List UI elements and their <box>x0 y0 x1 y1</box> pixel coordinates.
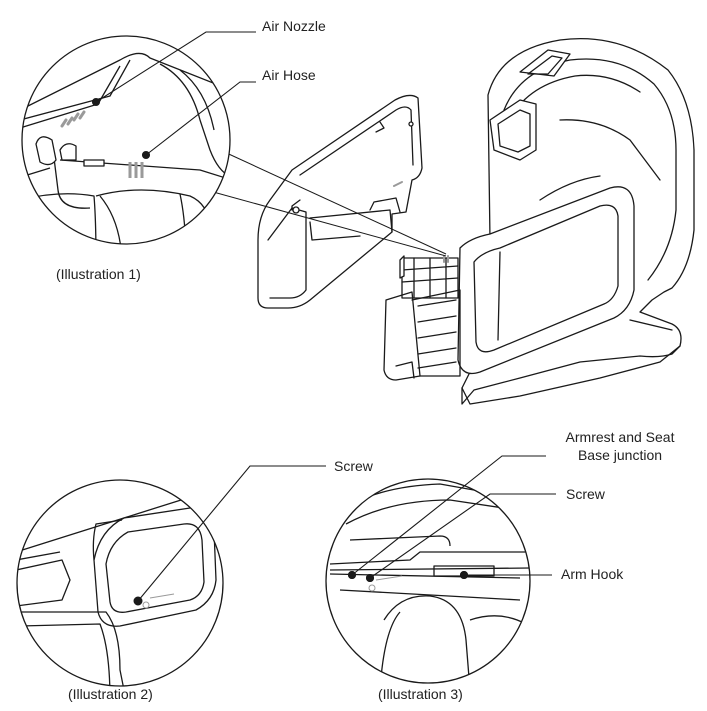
illustration-2-circle <box>17 480 223 686</box>
label-armrest-line-1: Armrest and Seat <box>565 429 675 445</box>
leg-rest-frame <box>384 256 460 380</box>
right-armrest <box>458 187 634 374</box>
air-hose-marks <box>130 162 142 178</box>
label-screw-2: Screw <box>334 458 373 474</box>
illustration-3-detail <box>326 479 530 690</box>
massage-chair <box>258 39 694 404</box>
illustration-1-circle <box>22 36 230 244</box>
illustration-2-detail <box>16 480 224 700</box>
detached-armrest <box>258 95 422 308</box>
zoom-lines-1 <box>206 150 446 256</box>
label-screw-3: Screw <box>566 486 605 502</box>
caption-illustration-2: (Illustration 2) <box>68 686 153 702</box>
air-hose-mark-main <box>394 182 448 262</box>
illustration-1-detail <box>20 36 236 260</box>
label-air-nozzle: Air Nozzle <box>262 18 326 34</box>
air-nozzle-marks <box>62 112 84 126</box>
caption-illustration-3: (Illustration 3) <box>378 686 463 702</box>
label-arm-hook: Arm Hook <box>561 566 624 582</box>
label-air-hose: Air Hose <box>262 67 316 83</box>
caption-illustration-1: (Illustration 1) <box>56 266 141 282</box>
label-armrest-line-2: Base junction <box>577 447 663 463</box>
leader-line-2 <box>135 466 327 605</box>
leader-lines-1 <box>93 32 257 159</box>
label-armrest-junction: Armrest and Seat Base junction <box>550 428 690 464</box>
illustration-3-circle <box>326 479 530 683</box>
leader-lines-3 <box>349 456 557 582</box>
